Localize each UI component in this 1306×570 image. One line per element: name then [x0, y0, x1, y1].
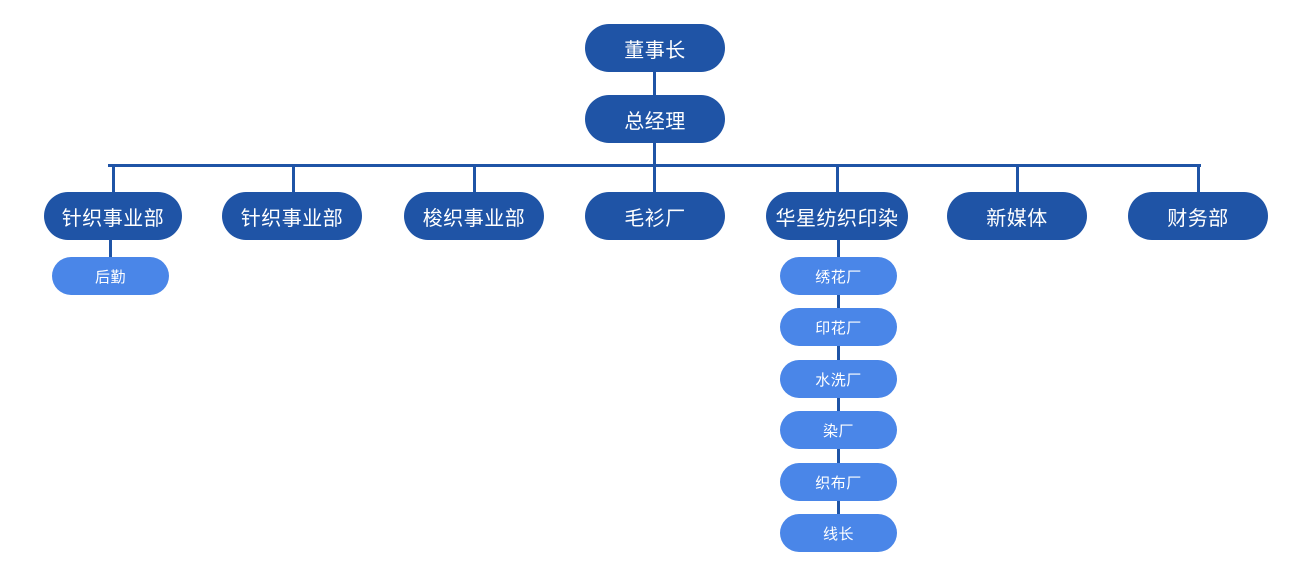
connector-bus-drop-7 [1197, 164, 1200, 193]
node-sub-logistics[interactable]: 后勤 [52, 257, 169, 295]
node-department-new-media[interactable]: 新媒体 [947, 192, 1087, 240]
node-sub-washing-factory[interactable]: 水洗厂 [780, 360, 897, 398]
node-chairman[interactable]: 董事长 [585, 24, 725, 72]
node-general-manager[interactable]: 总经理 [585, 95, 725, 143]
connector-bus-drop-6 [1016, 164, 1019, 193]
connector-knitting-to-logistics [109, 237, 112, 261]
node-department-sweater-factory[interactable]: 毛衫厂 [585, 192, 725, 240]
connector-child-1-to-2 [837, 294, 840, 311]
node-sub-printing-factory[interactable]: 印花厂 [780, 308, 897, 346]
connector-child-4-to-5 [837, 448, 840, 465]
connector-bus-drop-4 [653, 164, 656, 193]
connector-gm-to-bus [653, 143, 656, 167]
connector-chairman-to-gm [653, 72, 656, 96]
node-sub-embroidery-factory[interactable]: 绣花厂 [780, 257, 897, 295]
node-department-finance[interactable]: 财务部 [1128, 192, 1268, 240]
node-sub-line-leader[interactable]: 线长 [780, 514, 897, 552]
connector-child-3-to-4 [837, 397, 840, 414]
connector-child-5-to-6 [837, 500, 840, 517]
connector-child-2-to-3 [837, 345, 840, 362]
connector-bus-drop-5 [836, 164, 839, 193]
node-department-knitting-2[interactable]: 针织事业部 [222, 192, 362, 240]
node-sub-weaving-factory[interactable]: 织布厂 [780, 463, 897, 501]
connector-bus-drop-2 [292, 164, 295, 193]
node-department-huaxing-textile-printing-dyeing[interactable]: 华星纺织印染 [766, 192, 908, 240]
node-department-woven[interactable]: 梭织事业部 [404, 192, 544, 240]
connector-bus-drop-3 [473, 164, 476, 193]
node-department-knitting-1[interactable]: 针织事业部 [44, 192, 182, 240]
connector-bus-drop-1 [112, 164, 115, 193]
node-sub-dyeing-factory[interactable]: 染厂 [780, 411, 897, 449]
connector-huaxing-to-child-1 [837, 237, 840, 261]
